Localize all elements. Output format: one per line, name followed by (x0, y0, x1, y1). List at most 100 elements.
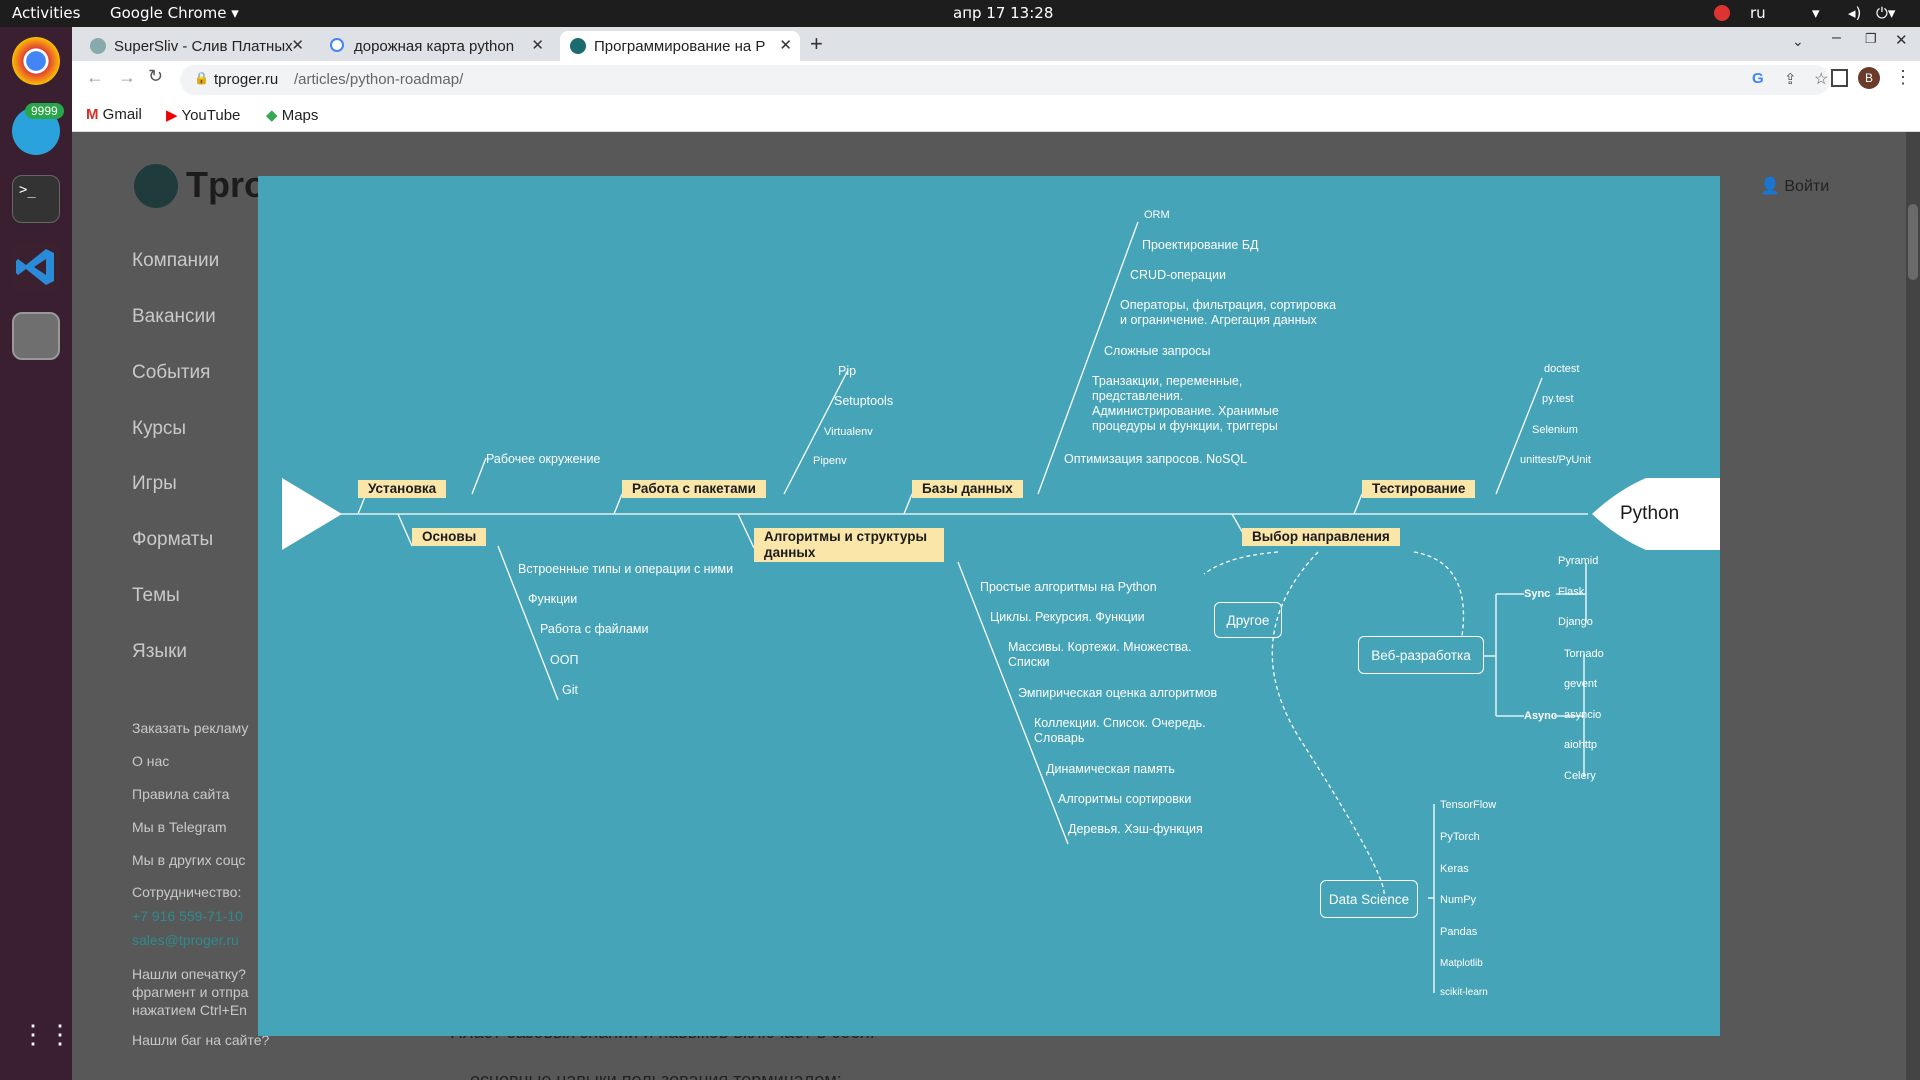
share-icon[interactable]: ⇪ (1784, 71, 1797, 88)
chrome-menu-icon[interactable]: ⋮ (1894, 67, 1912, 87)
site-logo-icon[interactable] (134, 164, 178, 208)
language-indicator[interactable]: ru (1750, 4, 1766, 22)
browser-toolbar: ← → ↻ 🔒 tproger.ru /articles/python-road… (72, 61, 1920, 98)
tab-supersliv[interactable]: SuperSliv - Слив Платных ✕ (80, 31, 312, 61)
link-telegram[interactable]: Мы в Telegram (132, 819, 227, 835)
link-socials[interactable]: Мы в других соцс (132, 852, 246, 868)
bookmark-label: Maps (281, 107, 319, 124)
menu-games[interactable]: Игры (132, 473, 177, 494)
packages-item: Virtualenv (824, 426, 873, 438)
db-item: Оптимизация запросов. NoSQL (1064, 452, 1248, 466)
close-window-icon[interactable]: ✕ (1895, 32, 1908, 49)
close-tab-icon[interactable]: ✕ (531, 37, 544, 54)
tag-packages: Работа с пакетами (622, 480, 766, 498)
typo-hint-2: фрагмент и отпра (132, 984, 249, 1000)
chrome-app-menu[interactable]: Google Chrome ▾ (110, 4, 239, 22)
chrome-indicator-icon[interactable] (1714, 5, 1730, 21)
tab-title: SuperSliv - Слив Платных (114, 37, 293, 55)
bookmark-star-icon[interactable]: ☆ (1814, 71, 1829, 88)
phone-link[interactable]: +7 916 559-71-10 (132, 908, 243, 924)
site-logo-text[interactable]: Tpro (186, 164, 266, 205)
menu-topics[interactable]: Темы (132, 585, 180, 606)
packages-item: Setuptools (834, 394, 894, 408)
bookmark-label: Gmail (102, 106, 142, 123)
box-data-science: Data Science (1320, 880, 1418, 918)
wifi-icon[interactable]: ▾ (1812, 4, 1820, 22)
volume-icon[interactable]: ◂) (1848, 4, 1862, 22)
close-tab-icon[interactable]: ✕ (291, 37, 304, 54)
algo-item: Коллекции. Список. Очередь. Словарь (1034, 716, 1206, 745)
typo-hint-3: нажатием Ctrl+En (132, 1002, 247, 1018)
google-lens-icon[interactable]: G (1752, 70, 1764, 87)
ds-item: Keras (1440, 863, 1469, 875)
close-tab-icon[interactable]: ✕ (779, 37, 792, 54)
tag-direction: Выбор направления (1242, 528, 1400, 546)
menu-events[interactable]: События (132, 362, 211, 383)
disk-launcher-icon[interactable] (12, 312, 60, 360)
reload-icon[interactable]: ↻ (148, 66, 164, 86)
dock: 9999 >_ ⋮⋮⋮ (0, 27, 100, 1080)
tag-basics: Основы (412, 528, 487, 546)
link-advertising[interactable]: Заказать рекламу (132, 720, 249, 736)
bookmarks-bar: M Gmail ▶ YouTube ◆ Maps (72, 98, 1920, 132)
ds-item: TensorFlow (1440, 799, 1497, 811)
async-label: Async (1524, 710, 1558, 722)
power-icon[interactable]: ⏻▾ (1876, 4, 1896, 22)
tab-search-icon[interactable]: ⌄ (1792, 33, 1804, 49)
side-panel-icon[interactable] (1831, 69, 1848, 87)
system-top-bar: Activities Google Chrome ▾ апр 17 13:28 … (0, 0, 1920, 27)
tab-title: дорожная карта python (354, 37, 515, 55)
page-scrollbar[interactable] (1906, 132, 1920, 1080)
algo-item: Алгоритмы сортировки (1058, 792, 1192, 806)
tab-strip: SuperSliv - Слив Платных ✕ дорожная карт… (72, 27, 1920, 61)
clock[interactable]: апр 17 13:28 (953, 4, 1054, 22)
db-item: Транзакции, переменные, представления. А… (1092, 374, 1279, 433)
bookmark-gmail[interactable]: M Gmail (86, 106, 142, 123)
scrollbar-thumb[interactable] (1908, 204, 1918, 280)
link-rules[interactable]: Правила сайта (132, 786, 230, 802)
tproger-favicon-icon (570, 38, 586, 54)
menu-companies[interactable]: Компании (132, 250, 220, 271)
gmail-icon: M (86, 106, 99, 123)
basics-item: Работа с файлами (540, 622, 649, 636)
activities-button[interactable]: Activities (12, 4, 81, 22)
bookmark-maps[interactable]: ◆ Maps (266, 106, 318, 124)
vscode-launcher-icon[interactable] (12, 243, 60, 291)
algo-item: Простые алгоритмы на Python (980, 580, 1157, 594)
menu-formats[interactable]: Форматы (132, 529, 214, 550)
back-icon[interactable]: ← (86, 67, 104, 87)
login-button[interactable]: 👤 Войти (1760, 178, 1830, 195)
restore-icon[interactable]: ❐ (1865, 31, 1877, 46)
db-item: CRUD-операции (1130, 268, 1226, 282)
basics-item: ООП (550, 653, 579, 667)
menu-courses[interactable]: Курсы (132, 418, 187, 439)
email-link[interactable]: sales@tproger.ru (132, 932, 239, 948)
async-item: asyncio (1564, 709, 1602, 721)
db-item: Операторы, фильтрация, сортировка и огра… (1120, 298, 1337, 327)
tab-tproger[interactable]: Программирование на Р ✕ (560, 31, 800, 61)
typo-hint-1: Нашли опечатку? (132, 966, 246, 982)
bug-report-link[interactable]: Нашли баг на сайте? (132, 1032, 270, 1048)
lock-icon[interactable]: 🔒 (194, 71, 209, 85)
menu-languages[interactable]: Языки (132, 641, 188, 662)
db-item: Сложные запросы (1104, 344, 1211, 358)
roadmap-lines (282, 221, 1720, 993)
terminal-launcher-icon[interactable]: >_ (12, 175, 60, 223)
link-about[interactable]: О нас (132, 753, 170, 769)
profile-avatar[interactable]: B (1858, 67, 1880, 89)
url-host: tproger.ru (214, 71, 279, 88)
tab-google-search[interactable]: дорожная карта python ✕ (320, 31, 552, 61)
address-bar[interactable]: 🔒 tproger.ru /articles/python-roadmap/ G… (180, 65, 1830, 95)
notification-badge: 9999 (25, 103, 64, 119)
ds-item: Matplotlib (1440, 958, 1483, 969)
bookmark-youtube[interactable]: ▶ YouTube (166, 106, 240, 124)
new-tab-icon[interactable]: + (810, 31, 823, 56)
ds-item: NumPy (1440, 894, 1477, 906)
forward-icon[interactable]: → (118, 67, 136, 87)
roadmap-image-modal[interactable]: Python Установка Основы Работа с пакетам… (258, 176, 1720, 1036)
packages-item: Pip (838, 364, 857, 378)
menu-vacancies[interactable]: Вакансии (132, 306, 216, 327)
minimize-icon[interactable]: – (1832, 29, 1841, 46)
chrome-launcher-icon[interactable] (12, 37, 60, 85)
sync-item: Pyramid (1558, 555, 1599, 567)
